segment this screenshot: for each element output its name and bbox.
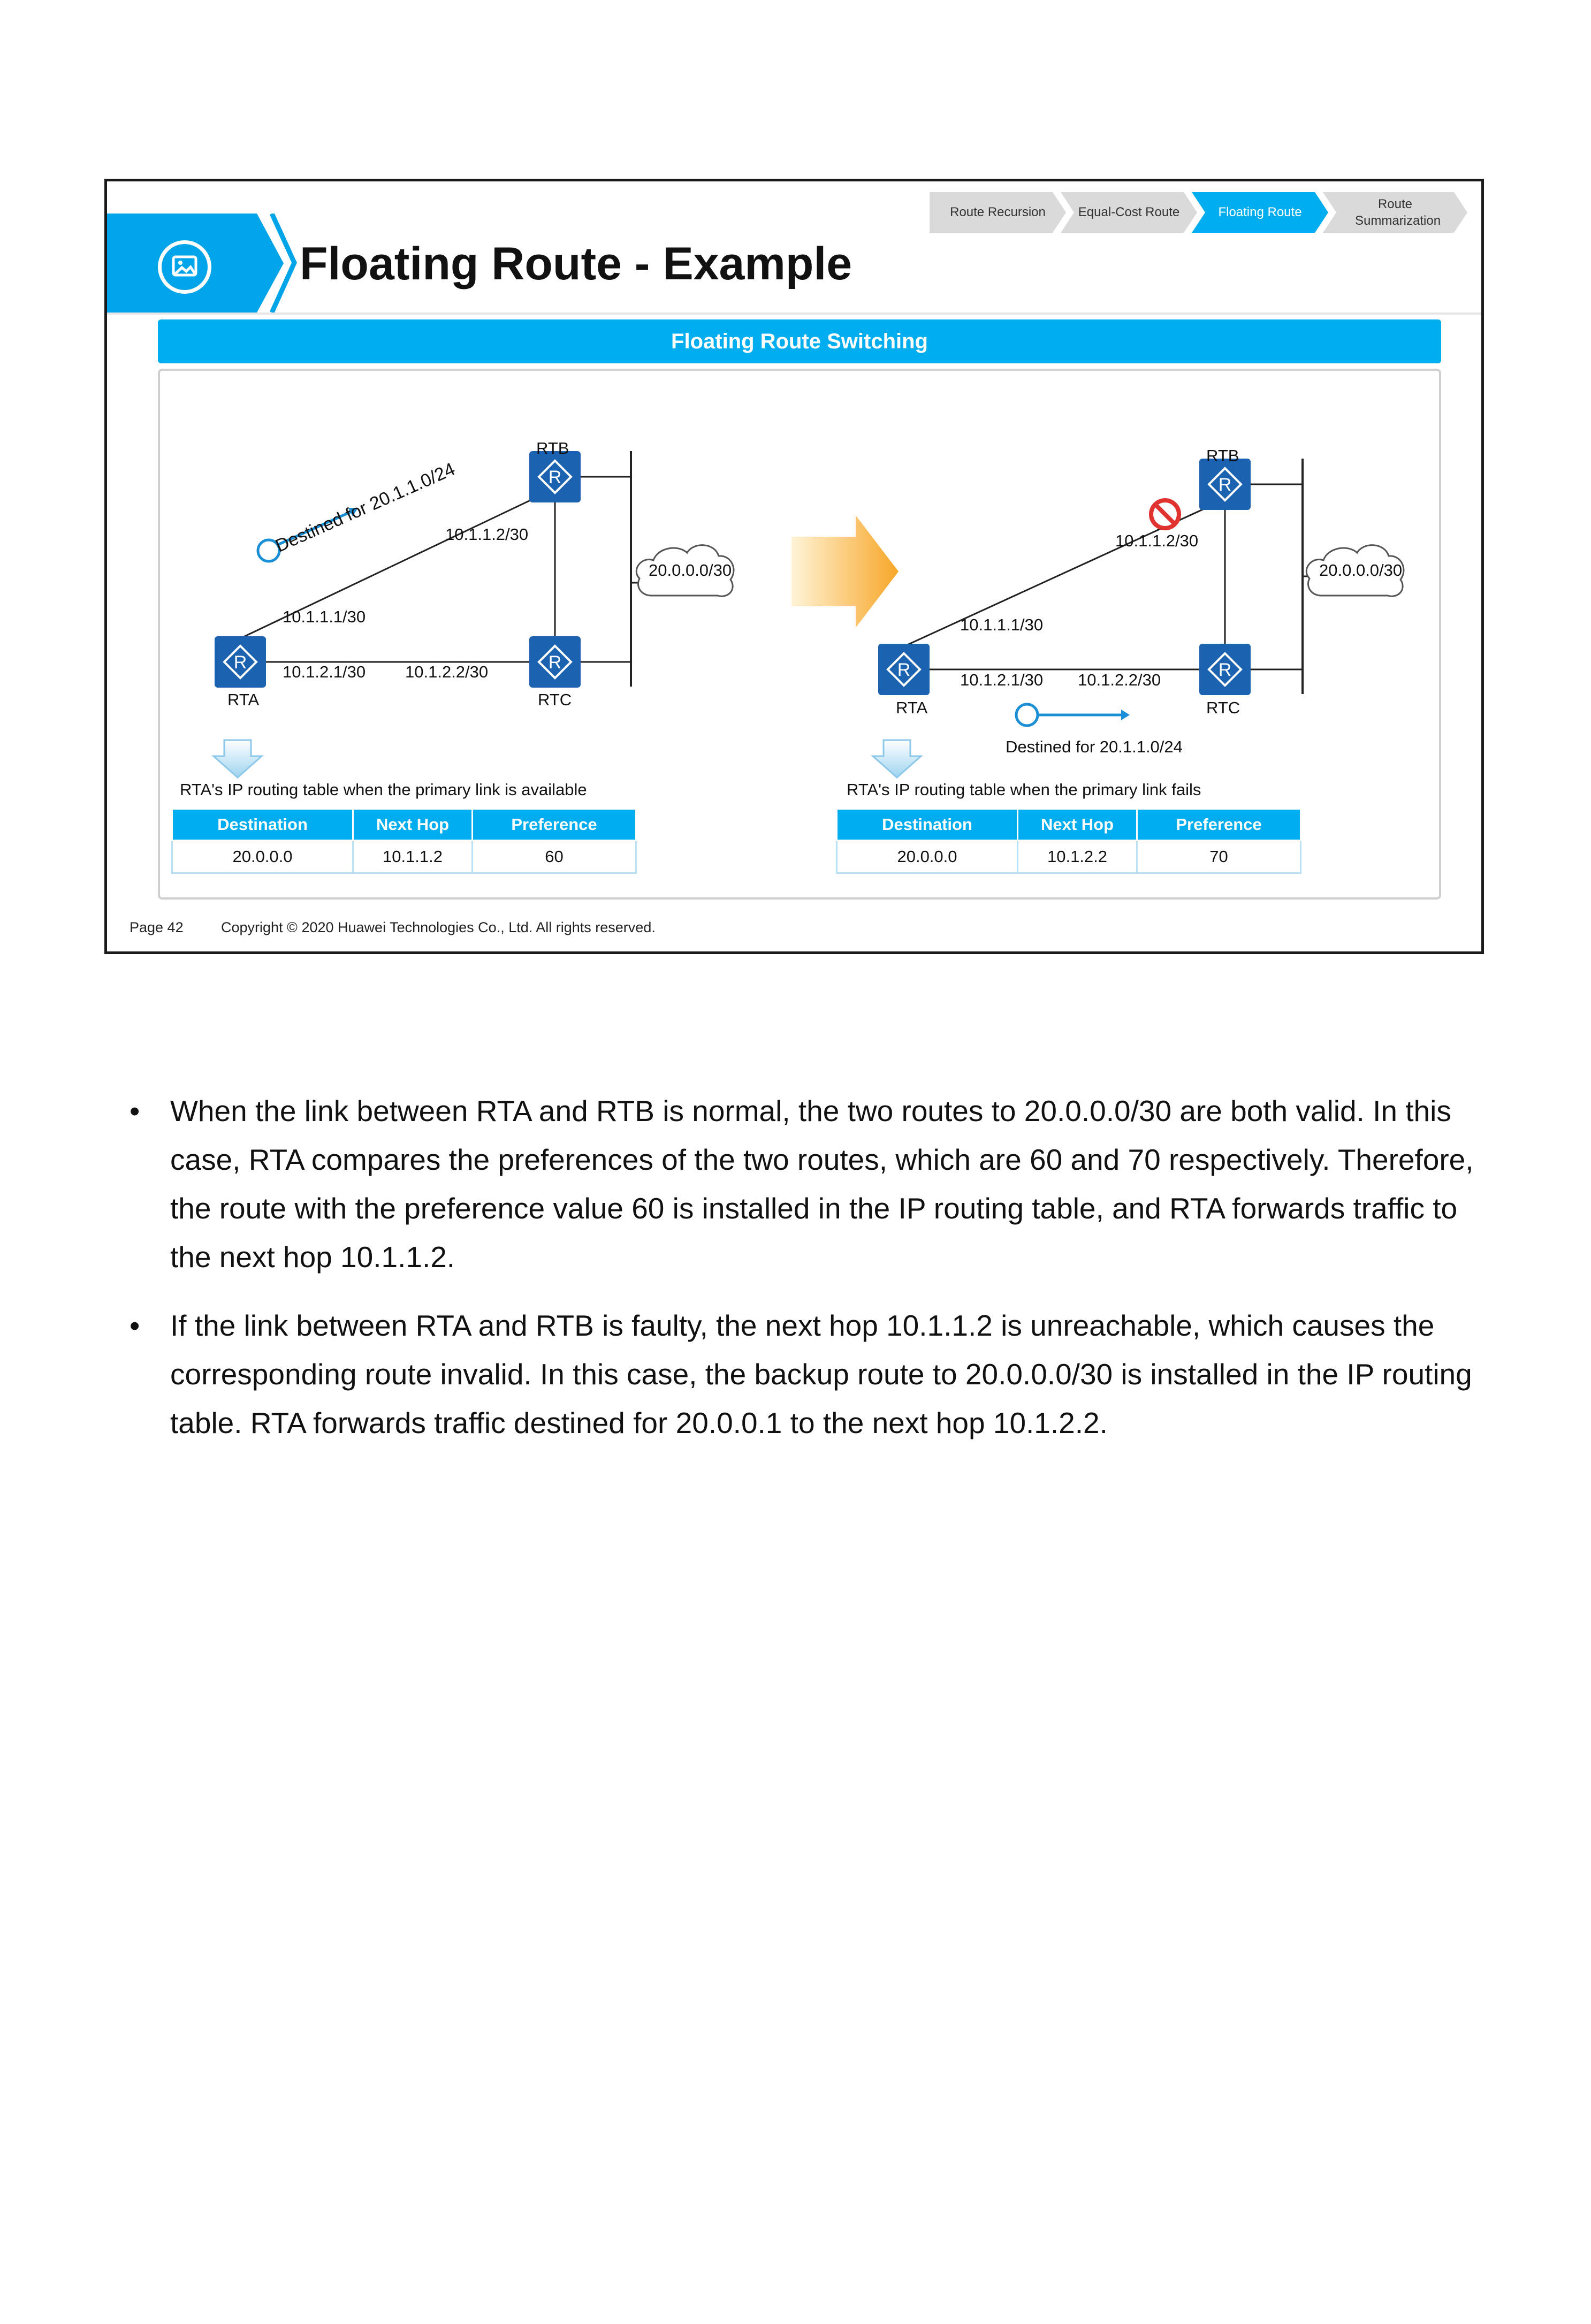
banner-chevron — [269, 214, 297, 313]
network-label: 20.0.0.0/30 — [649, 561, 732, 580]
rta-label: RTA — [896, 698, 928, 717]
left-table-caption: RTA's IP routing table when the primary … — [180, 780, 587, 799]
right-routing-table: Destination Next Hop Preference 20.0.0.0… — [836, 808, 1301, 874]
rta-ip1-label: 10.1.1.1/30 — [283, 607, 366, 626]
slide-frame: Floating Route - Example Route Recursion… — [104, 179, 1484, 954]
router-rta-icon — [877, 643, 931, 696]
table-header: Destination — [836, 808, 1018, 841]
right-topology — [871, 458, 1405, 779]
rtc-ip-label: 10.1.2.2/30 — [1078, 670, 1161, 689]
breadcrumb-route-summarization[interactable]: Route Summarization — [1323, 192, 1467, 233]
slide-title: Floating Route - Example — [300, 238, 852, 289]
table-header: Preference — [1136, 808, 1301, 841]
network-label: 20.0.0.0/30 — [1319, 561, 1403, 580]
picture-icon — [158, 240, 211, 294]
breadcrumb-shape — [930, 192, 1066, 233]
table-cell: 20.0.0.0 — [836, 840, 1018, 874]
table-row: 20.0.0.0 10.1.1.2 60 — [171, 840, 637, 874]
rtb-label: RTB — [536, 439, 569, 458]
table-header: Next Hop — [352, 808, 473, 841]
table-header: Destination — [171, 808, 354, 841]
rta-ip1-label: 10.1.1.1/30 — [960, 615, 1044, 634]
note-paragraph-2: If the link between RTA and RTB is fault… — [170, 1309, 1472, 1439]
title-underline — [107, 313, 1481, 315]
bullet-marker: • — [130, 1094, 140, 1127]
right-table-caption: RTA's IP routing table when the primary … — [847, 780, 1201, 799]
diagram-drawing: R — [211, 450, 1405, 779]
router-rtc-icon — [528, 635, 582, 689]
left-routing-table: Destination Next Hop Preference 20.0.0.0… — [171, 808, 637, 874]
table-header: Preference — [471, 808, 637, 841]
link-fault-icon — [1149, 498, 1181, 530]
breadcrumb-label: Route Recursion — [950, 205, 1046, 220]
router-rtc-icon — [1198, 643, 1252, 696]
transition-arrow — [791, 515, 899, 628]
breadcrumb-shape — [1061, 192, 1197, 233]
flow-label: Destined for 20.1.1.0/24 — [1006, 737, 1183, 756]
table-cell: 20.0.0.0 — [171, 840, 354, 874]
rtb-ip-label: 10.1.1.2/30 — [1115, 531, 1199, 550]
breadcrumb-shape — [1192, 192, 1328, 233]
router-rta-icon — [214, 635, 267, 689]
table-header: Next Hop — [1017, 808, 1138, 841]
footer-copyright: Copyright © 2020 Huawei Technologies Co.… — [221, 919, 656, 935]
rtc-ip-label: 10.1.2.2/30 — [405, 662, 489, 681]
breadcrumb-label: Route Summarization — [1355, 196, 1441, 228]
footer-page-number: Page 42 — [130, 919, 184, 935]
rtb-label: RTB — [1206, 446, 1239, 465]
note-paragraph-1: When the link between RTA and RTB is nor… — [170, 1094, 1474, 1274]
router-rtb-icon — [1198, 458, 1252, 511]
rta-ip2-label: 10.1.2.1/30 — [960, 670, 1044, 689]
rta-ip2-label: 10.1.2.1/30 — [283, 662, 366, 681]
table-row: 20.0.0.0 10.1.2.2 70 — [836, 840, 1301, 874]
breadcrumb-equal-cost-route[interactable]: Equal-Cost Route — [1061, 192, 1197, 233]
bullet-marker: • — [130, 1309, 140, 1342]
table-cell: 70 — [1136, 840, 1301, 874]
table-cell: 60 — [471, 840, 637, 874]
router-rtb-icon — [528, 450, 582, 504]
section-header: Floating Route Switching — [158, 319, 1441, 363]
rtb-ip-label: 10.1.1.2/30 — [445, 525, 529, 544]
rtc-label: RTC — [1206, 698, 1240, 717]
rta-label: RTA — [227, 690, 260, 709]
breadcrumb-label: Equal-Cost Route — [1078, 205, 1180, 220]
breadcrumb-shape — [1323, 192, 1467, 233]
breadcrumb-floating-route[interactable]: Floating Route — [1192, 192, 1328, 233]
left-topology — [211, 450, 735, 779]
rtc-label: RTC — [538, 690, 572, 709]
table-cell: 10.1.1.2 — [352, 840, 473, 874]
breadcrumb-label: Floating Route — [1218, 205, 1302, 220]
table-cell: 10.1.2.2 — [1017, 840, 1138, 874]
breadcrumb-route-recursion[interactable]: Route Recursion — [930, 192, 1066, 233]
diagram-pane: R — [158, 369, 1441, 900]
